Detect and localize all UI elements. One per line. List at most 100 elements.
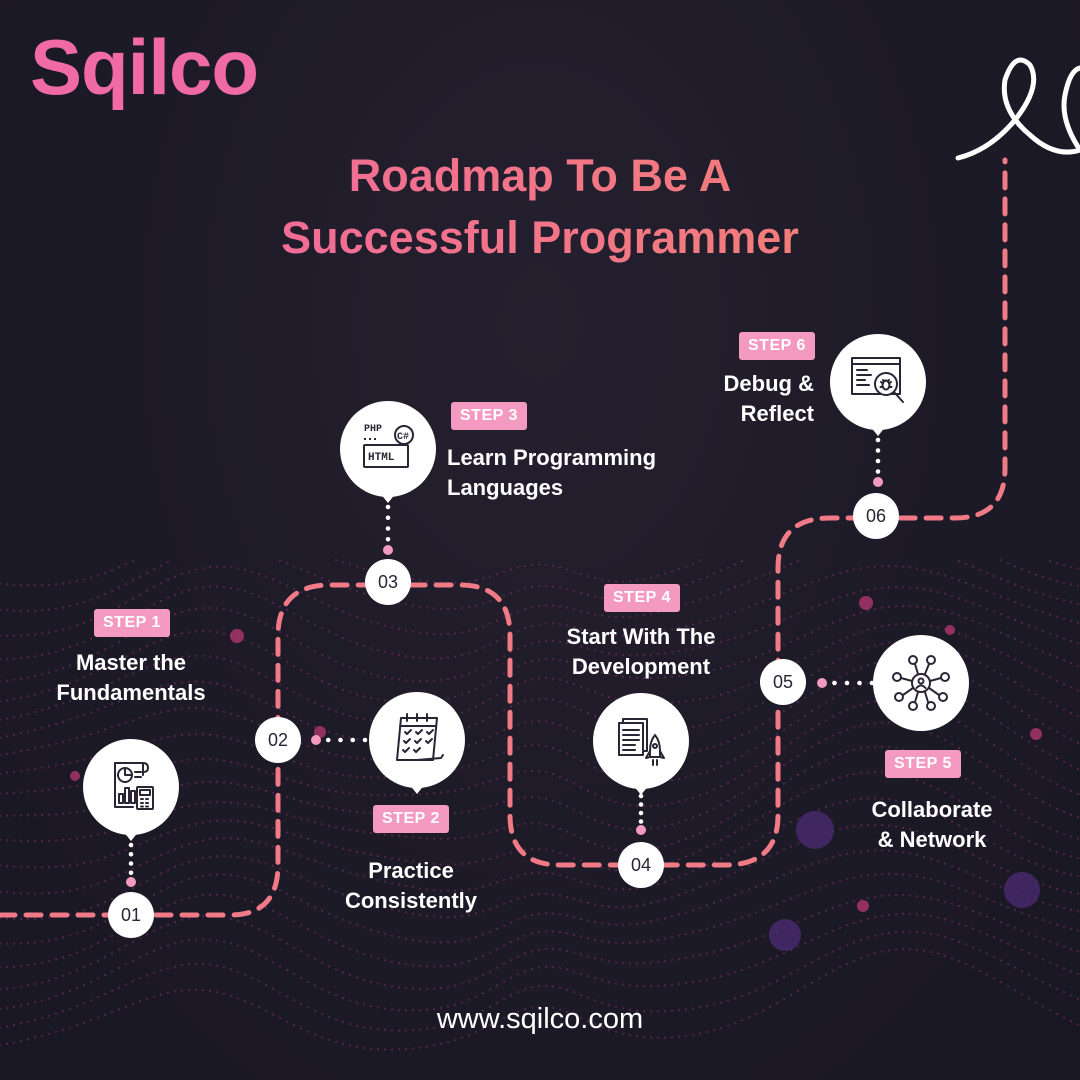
brand-logo: Sqilco	[30, 23, 259, 111]
step-6-label-line-1: Debug &	[723, 371, 814, 396]
connector-dot	[857, 680, 862, 686]
connector	[311, 735, 368, 745]
step-6-label: Debug & Reflect	[650, 369, 814, 429]
connector-dot	[875, 437, 881, 443]
debug-magnifier-icon	[851, 357, 904, 403]
connector-dot	[128, 870, 134, 876]
connector-dot	[875, 458, 881, 464]
step-4-label-line-2: Development	[571, 654, 711, 679]
connector	[383, 504, 393, 555]
connector-dot	[385, 504, 391, 510]
connector-dot	[385, 515, 391, 521]
bokeh-circle	[796, 811, 834, 849]
connector-end-dot	[311, 735, 321, 745]
network-people-icon	[892, 655, 950, 711]
glow-dot	[859, 596, 873, 610]
step-1-label-line-1: Master the	[75, 650, 187, 675]
html-text: HTML	[368, 452, 395, 464]
step-2-number: 02	[255, 717, 301, 763]
glow-dot	[314, 726, 326, 738]
dot-field	[0, 559, 1080, 1051]
analytics-report-icon	[114, 762, 154, 810]
connector-dot	[875, 448, 881, 453]
step-3-label: Learn Programming Languages	[447, 443, 656, 503]
step-1-badge: STEP 1	[94, 609, 170, 637]
step-3-label-line-1: Learn Programming	[447, 445, 657, 470]
step-3-label-line-2: Languages	[447, 475, 564, 500]
step-5-label-line-1: Collaborate	[871, 797, 993, 822]
step-6-number: 06	[853, 493, 899, 539]
connector-end-dot	[873, 477, 883, 487]
step-2-icon-circle	[369, 692, 465, 788]
connector	[126, 842, 136, 887]
dashed-route	[0, 157, 1008, 918]
step-3-icon-circle: PHP C# HTML	[340, 401, 436, 497]
connector-end-dot	[636, 825, 646, 835]
connector-dot	[385, 526, 391, 531]
connector-dot	[338, 737, 343, 743]
bokeh-circle	[769, 919, 801, 951]
step-3-badge: STEP 3	[451, 402, 527, 430]
step-5-label: Collaborate & Network	[822, 795, 1042, 855]
glow-dot	[230, 629, 244, 643]
wave-dots	[0, 559, 1080, 1051]
step-5-label-line-2: & Network	[877, 827, 987, 852]
connector-end-dot	[126, 877, 136, 887]
bokeh-circle	[1004, 872, 1040, 908]
connector	[636, 793, 646, 835]
step-6-label-line-2: Reflect	[740, 401, 814, 426]
step-1-label: Master the Fundamentals	[0, 648, 262, 708]
connector-dot	[832, 680, 837, 686]
website-url: www.sqilco.com	[436, 1003, 644, 1035]
step-1-icon-circle	[83, 739, 179, 835]
csharp-text: C#	[397, 432, 409, 443]
connector-dot	[128, 861, 134, 866]
step-2-badge: STEP 2	[373, 805, 449, 833]
connector-dot	[875, 469, 881, 474]
step-4-label: Start With The Development	[520, 622, 762, 682]
glow-dot	[1030, 728, 1042, 740]
connector-dot	[385, 536, 391, 542]
connector-end-dot	[817, 678, 827, 688]
connector-dot	[844, 680, 850, 686]
step-2-label: Practice Consistently	[300, 856, 522, 916]
connector	[817, 678, 875, 688]
connector-dot	[325, 737, 331, 743]
loop-swirl	[955, 57, 1080, 161]
step-1-label-line-2: Fundamentals	[56, 680, 206, 705]
step-4-number: 04	[618, 842, 664, 888]
step-4-icon-circle	[593, 693, 689, 789]
glow-dot	[857, 900, 869, 912]
page-title-line-2: Successful Programmer	[0, 212, 1080, 264]
connector-dot	[638, 819, 644, 824]
glow-dot	[70, 771, 80, 781]
connector-dot	[638, 793, 644, 799]
step-5-badge: STEP 5	[885, 750, 961, 778]
step-3-number: 03	[365, 559, 411, 605]
connector-dot	[362, 737, 368, 743]
connector-dot	[638, 802, 644, 807]
connector-dot	[638, 810, 644, 816]
connector-end-dot	[383, 545, 393, 555]
glow-dot	[945, 625, 955, 635]
step-6-badge: STEP 6	[739, 332, 815, 360]
connector-dot	[350, 737, 356, 743]
document-rocket-icon	[618, 718, 665, 766]
step-5-icon-circle	[873, 635, 969, 731]
step-6-icon-circle	[830, 334, 926, 430]
connector-dot	[128, 851, 134, 857]
php-text: PHP	[364, 424, 382, 435]
step-1-number: 01	[108, 892, 154, 938]
connector-dot	[128, 842, 134, 848]
checklist-calendar-icon	[396, 713, 444, 761]
page-title-line-1: Roadmap To Be A	[0, 150, 1080, 202]
step-2-label-line-2: Consistently	[344, 888, 478, 913]
step-4-badge: STEP 4	[604, 584, 680, 612]
step-5-number: 05	[760, 659, 806, 705]
step-2-label-line-1: Practice	[368, 858, 454, 883]
connector	[873, 437, 883, 487]
step-4-label-line-1: Start With The	[566, 624, 716, 649]
code-languages-icon: PHP C# HTML	[363, 424, 414, 468]
